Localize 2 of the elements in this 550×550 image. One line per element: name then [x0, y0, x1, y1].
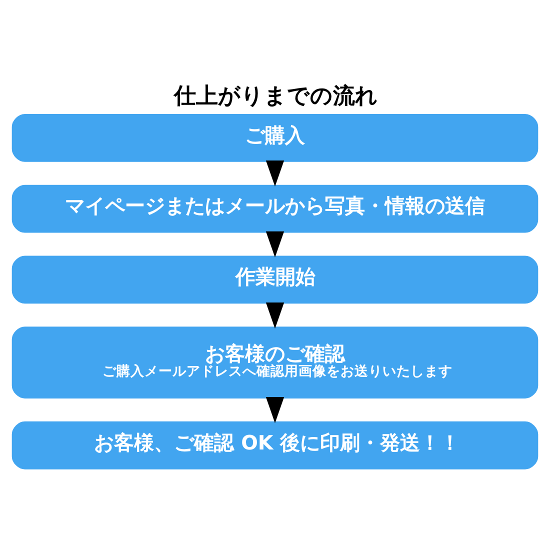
node-box: お客様、ご確認 OK 後に印刷・発送！！	[12, 420, 538, 469]
diagram-title: 仕上がりまでの流れ	[174, 83, 378, 108]
